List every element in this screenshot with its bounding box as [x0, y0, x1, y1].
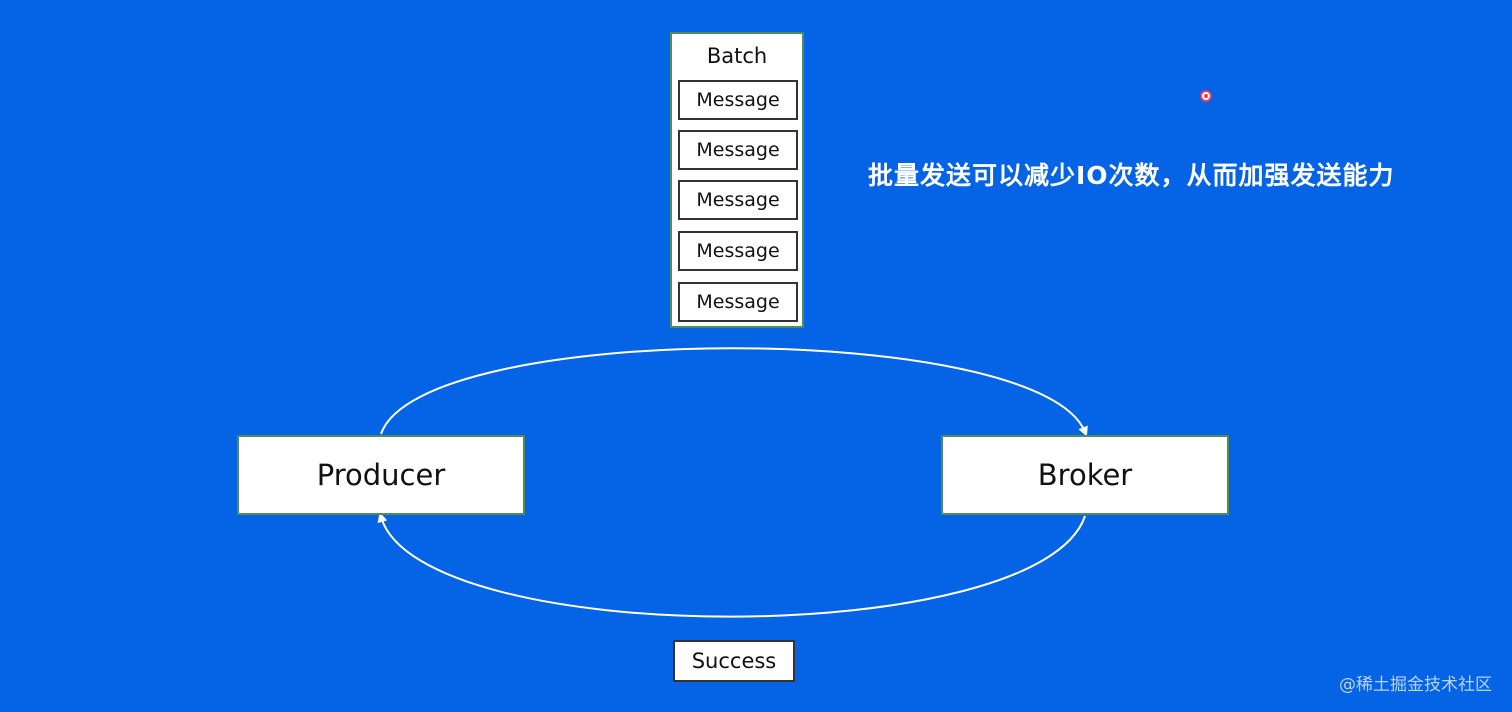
caption-text: 批量发送可以减少IO次数，从而加强发送能力 [868, 161, 1395, 190]
producer-node: Producer [237, 435, 525, 515]
message-box: Message [678, 282, 798, 322]
message-box: Message [678, 80, 798, 120]
pointer-cursor-icon [1200, 90, 1212, 102]
batch-title: Batch [706, 44, 768, 68]
message-box: Message [678, 180, 798, 220]
send-arc [380, 347, 1088, 437]
success-label: Success [673, 640, 795, 682]
response-arc [377, 512, 1086, 618]
broker-node: Broker [941, 435, 1229, 515]
message-box: Message [678, 231, 798, 271]
watermark-text: @稀土掘金技术社区 [1339, 675, 1492, 695]
batch-box: Batch Message Message Message Message Me… [670, 32, 804, 328]
message-box: Message [678, 130, 798, 170]
